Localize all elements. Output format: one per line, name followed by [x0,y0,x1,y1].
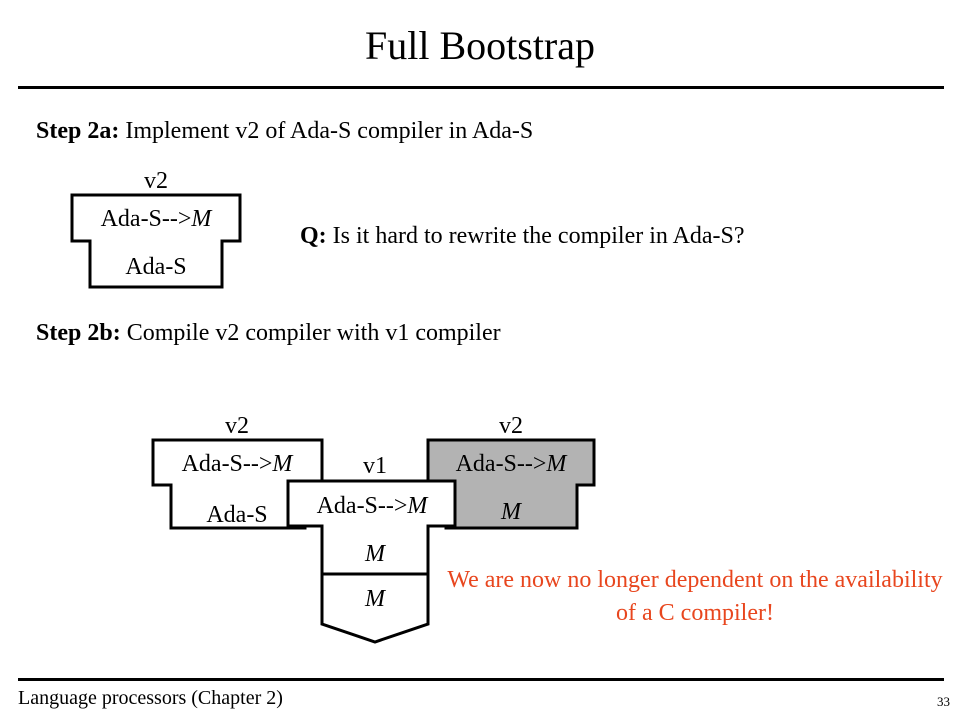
result-compiler-source: Ada-S--> [456,451,547,477]
step-2a-text: Step 2a: Implement v2 of Ada-S compiler … [36,116,533,146]
result-compiler-top-label: Ada-S-->M [456,451,569,477]
question-text: Q: Is it hard to rewrite the compiler in… [300,221,745,251]
footer-divider [18,678,944,681]
source-compiler-top-label: Ada-S-->M [182,451,295,477]
step-2b-description: Compile v2 compiler with v1 compiler [120,320,501,346]
result-compiler-version: v2 [499,413,523,439]
conclusion-note: We are now no longer dependent on the av… [447,567,943,626]
title-divider [18,86,944,89]
page-number: 33 [937,694,950,709]
source-compiler-bottom-label: Ada-S [206,502,267,528]
translator-shape [286,479,457,576]
tdiagram-2a-source: Ada-S--> [101,206,192,232]
question-label: Q: [300,223,327,249]
tdiagram-2a: v2 Ada-S-->M Ada-S [70,168,242,289]
result-compiler-bottom-label: M [500,499,523,525]
result-compiler-target: M [545,451,568,477]
translator-top-label: Ada-S-->M [317,493,430,519]
tdiagram-2a-version: v2 [144,168,168,194]
page-title: Full Bootstrap [364,23,596,68]
translator: v1 Ada-S-->M M [286,453,457,576]
translator-bottom-label: M [364,541,387,567]
tdiagram-2a-target: M [190,206,213,232]
result-compiler: v2 Ada-S-->M M [426,413,596,530]
machine: M [320,572,430,644]
footer-course-title: Language processors (Chapter 2) [18,687,283,709]
translator-target: M [406,493,429,519]
tdiagram-2a-shape [70,193,242,289]
source-compiler-version: v2 [225,413,249,439]
step-2a-description: Implement v2 of Ada-S compiler in Ada-S [119,118,534,144]
source-compiler-source: Ada-S--> [182,451,273,477]
step-2b-text: Step 2b: Compile v2 compiler with v1 com… [36,318,501,348]
step-2a-label: Step 2a: [36,118,120,144]
machine-label: M [364,586,387,612]
tdiagram-2a-bottom-label: Ada-S [125,254,186,280]
tdiagram-2a-top-label: Ada-S-->M [101,206,214,232]
translator-version: v1 [363,453,387,479]
source-compiler-shape [151,438,324,530]
translator-source: Ada-S--> [317,493,408,519]
source-compiler-target: M [271,451,294,477]
source-compiler: v2 Ada-S-->M Ada-S [151,413,324,530]
question-description: Is it hard to rewrite the compiler in Ad… [326,223,745,249]
step-2b-label: Step 2b: [36,320,121,346]
